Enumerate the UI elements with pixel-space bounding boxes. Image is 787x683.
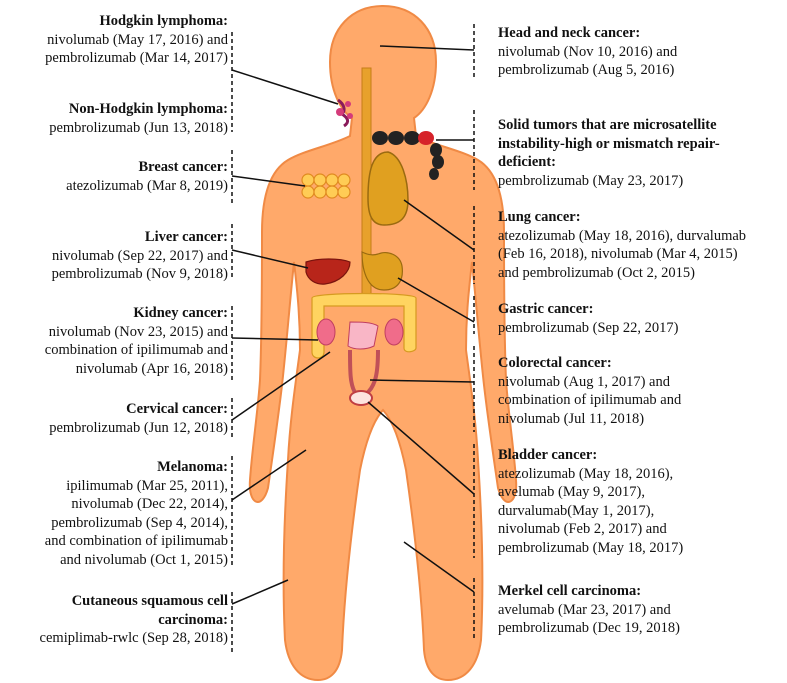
- body-silhouette: [248, 4, 518, 682]
- label-line: nivolumab (Apr 16, 2018): [75, 360, 228, 377]
- label-line: durvalumab(May 1, 2017),: [498, 502, 655, 519]
- label-line: avelumab (Mar 23, 2017) and: [498, 601, 671, 618]
- label-head-neck-cancer: Head and neck cancer: nivolumab (Nov 10,…: [498, 24, 784, 80]
- label-msi-h-dmmr: Solid tumors that are microsatellite ins…: [498, 116, 784, 190]
- dna-shape: [372, 131, 444, 180]
- leader-line-headneck: [379, 45, 475, 51]
- label-title-cont: carcinoma:: [158, 611, 228, 628]
- label-title: Bladder cancer:: [498, 447, 598, 463]
- label-line: pembrolizumab (Nov 9, 2018): [51, 266, 228, 282]
- label-line: (Feb 16, 2018), nivolumab (Mar 4, 2015): [498, 246, 738, 262]
- label-non-hodgkin-lymphoma: Non-Hodgkin lymphoma: pembrolizumab (Jun…: [0, 100, 228, 137]
- label-line: combination of ipilimumab and: [498, 392, 682, 408]
- label-line: pembrolizumab (Sep 4, 2014),: [51, 514, 228, 531]
- label-lung-cancer: Lung cancer: atezolizumab (May 18, 2016)…: [498, 208, 784, 282]
- label-gastric-cancer: Gastric cancer: pembrolizumab (Sep 22, 2…: [498, 300, 784, 337]
- label-line: pembrolizumab (Jun 13, 2018): [49, 119, 228, 136]
- label-line: nivolumab (Dec 22, 2014),: [71, 496, 228, 512]
- label-line: avelumab (May 9, 2017),: [498, 484, 645, 500]
- label-cutaneous-scc: Cutaneous squamous cell carcinoma: cemip…: [0, 592, 228, 648]
- label-line: nivolumab (Aug 1, 2017) and: [498, 373, 670, 390]
- label-bladder-cancer: Bladder cancer: atezolizumab (May 18, 20…: [498, 446, 784, 557]
- label-merkel-cell-carcinoma: Merkel cell carcinoma: avelumab (Mar 23,…: [498, 582, 784, 638]
- label-line: ipilimumab (Mar 25, 2011),: [66, 477, 228, 494]
- leader-line-gastric: [397, 277, 475, 323]
- leader-line-hodgkin: [231, 69, 339, 105]
- leader-line-melanoma: [231, 449, 307, 501]
- label-line: nivolumab (May 17, 2016) and: [47, 31, 228, 48]
- leader-line-liver: [231, 249, 309, 269]
- intestine-shape: [311, 292, 417, 359]
- label-line: pembrolizumab (Mar 14, 2017): [45, 50, 228, 66]
- label-title: Cutaneous squamous cell: [71, 593, 228, 609]
- label-title: Head and neck cancer:: [498, 25, 641, 41]
- label-line: pembrolizumab (Sep 22, 2017): [498, 319, 679, 336]
- label-line: pembrolizumab (May 23, 2017): [498, 172, 684, 189]
- label-line: nivolumab (Nov 10, 2016) and: [498, 43, 678, 60]
- label-title: Hodgkin lymphoma:: [99, 13, 228, 29]
- label-melanoma: Melanoma: ipilimumab (Mar 25, 2011), niv…: [0, 458, 228, 569]
- label-line: cemiplimab-rwlc (Sep 28, 2018): [39, 630, 228, 646]
- leader-line-cutaneous: [231, 579, 289, 605]
- leader-line-breast: [231, 175, 306, 187]
- label-title: Breast cancer:: [138, 159, 228, 175]
- label-hodgkin-lymphoma: Hodgkin lymphoma: nivolumab (May 17, 201…: [0, 12, 228, 68]
- label-title: Kidney cancer:: [133, 305, 228, 321]
- leader-lines-left: [231, 69, 339, 605]
- label-line: and combination of ipilimumab: [44, 533, 228, 549]
- stomach-shape: [361, 251, 403, 291]
- bladder-shape: [349, 390, 373, 406]
- leader-line-kidney: [231, 337, 319, 341]
- label-title: Non-Hodgkin lymphoma:: [68, 101, 228, 117]
- label-title: Liver cancer:: [144, 229, 228, 245]
- label-line: nivolumab (Jul 11, 2018): [498, 410, 645, 427]
- label-title: Gastric cancer:: [498, 301, 594, 317]
- label-title: Merkel cell carcinoma:: [498, 583, 642, 599]
- label-line: nivolumab (Sep 22, 2017) and: [52, 247, 228, 264]
- label-line: atezolizumab (Mar 8, 2019): [66, 177, 228, 194]
- label-title: Solid tumors that are microsatellite: [498, 117, 717, 133]
- lymph-node-shape: [336, 98, 353, 128]
- label-line: atezolizumab (May 18, 2016), durvalumab: [498, 227, 747, 244]
- label-line: atezolizumab (May 18, 2016),: [498, 465, 674, 482]
- label-title-cont: instability-high or mismatch repair-: [498, 135, 720, 152]
- label-line: pembrolizumab (Jun 12, 2018): [49, 419, 228, 436]
- label-title: Lung cancer:: [498, 209, 581, 225]
- label-line: and nivolumab (Oct 1, 2015): [60, 551, 228, 568]
- label-title: Melanoma:: [157, 459, 228, 475]
- label-liver-cancer: Liver cancer: nivolumab (Sep 22, 2017) a…: [0, 228, 228, 284]
- label-line: pembrolizumab (Aug 5, 2016): [498, 62, 675, 78]
- label-title: Cervical cancer:: [126, 401, 228, 417]
- kidney-shape: [316, 318, 404, 350]
- leader-line-bladder: [367, 401, 475, 495]
- label-kidney-cancer: Kidney cancer: nivolumab (Nov 23, 2015) …: [0, 304, 228, 378]
- label-line: nivolumab (Nov 23, 2015) and: [48, 323, 228, 340]
- label-line: combination of ipilimumab and: [44, 342, 228, 358]
- leader-line-colorectal: [369, 379, 475, 383]
- leader-line-cervical: [231, 351, 331, 421]
- leader-lines-right: [367, 45, 475, 593]
- label-colorectal-cancer: Colorectal cancer: nivolumab (Aug 1, 201…: [498, 354, 784, 428]
- label-line: pembrolizumab (May 18, 2017): [498, 539, 684, 556]
- label-cervical-cancer: Cervical cancer: pembrolizumab (Jun 12, …: [0, 400, 228, 437]
- leader-line-merkel: [403, 541, 475, 593]
- label-line: nivolumab (Feb 2, 2017) and: [498, 521, 667, 537]
- lung-shape: [367, 151, 409, 226]
- label-breast-cancer: Breast cancer: atezolizumab (Mar 8, 2019…: [0, 158, 228, 195]
- label-line: and pembrolizumab (Oct 2, 2015): [498, 264, 695, 281]
- liver-shape: [305, 258, 351, 285]
- label-title-cont: deficient:: [498, 154, 556, 170]
- label-title: Colorectal cancer:: [498, 355, 612, 371]
- leader-line-lung: [403, 199, 475, 251]
- human-body-figure: [248, 4, 518, 682]
- label-line: pembrolizumab (Dec 19, 2018): [498, 620, 681, 636]
- breast-shape: [301, 173, 351, 199]
